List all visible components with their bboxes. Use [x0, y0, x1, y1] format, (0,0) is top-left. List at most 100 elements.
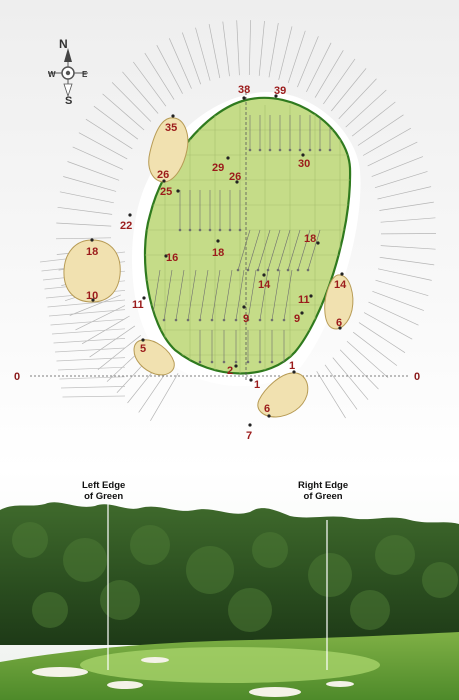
slope-arrow-head	[198, 318, 202, 322]
hatch-line	[50, 318, 126, 326]
slope-arrow-head	[246, 318, 250, 322]
hatch-line	[144, 52, 175, 100]
left-edge-label-line1: Left Edge	[82, 480, 126, 491]
marker-dots	[90, 94, 344, 427]
hatch-line	[150, 373, 179, 421]
hatch-line	[56, 357, 126, 362]
slope-arrow-head	[234, 318, 238, 322]
hatch-line	[345, 89, 387, 128]
label-2: 2	[227, 365, 233, 377]
slope-arrow	[175, 269, 185, 321]
photo-bunker-5	[326, 681, 354, 687]
slope-arrow-head	[162, 318, 166, 322]
slope-arrow-head	[198, 228, 202, 232]
slope-arrow-head	[268, 148, 272, 152]
bunker-top-left-label-35: 35	[165, 122, 177, 134]
hatch-line	[371, 156, 424, 177]
slope-arrow-head	[278, 148, 282, 152]
hatch-line	[56, 222, 112, 227]
slope-arrow-head	[222, 360, 226, 364]
slope-arrow	[211, 269, 221, 321]
hatch-line	[236, 20, 240, 76]
hatch-line	[54, 347, 126, 353]
label-14-green: 14	[258, 279, 271, 291]
slope-arrow	[277, 229, 291, 271]
hatch-line	[332, 357, 369, 400]
hatch-line	[374, 171, 428, 189]
slope-arrow-head	[296, 268, 300, 272]
hatch-line	[51, 328, 126, 335]
hatch-line	[367, 141, 418, 167]
hatch-line	[278, 26, 293, 80]
slope-arrow-head	[210, 318, 214, 322]
label-25: 25	[160, 186, 172, 198]
slope-arrow-head	[236, 268, 240, 272]
hatch-line	[338, 78, 377, 119]
slope-arrow	[247, 229, 261, 271]
hatch-line	[248, 20, 251, 76]
distance-labels: 38 39 29 26 30 25 22 16 18 18 14 11 9 9 …	[86, 84, 347, 442]
hatch-line	[379, 201, 434, 211]
hatch-line	[181, 32, 202, 85]
label-11-left: 11	[132, 299, 144, 311]
slope-arrow-head	[222, 318, 226, 322]
slope-arrow-head	[282, 318, 286, 322]
hatch-line	[111, 82, 152, 122]
right-edge-label: Right Edge of Green	[298, 480, 348, 502]
hatch-line	[222, 21, 230, 77]
hatch-line	[69, 294, 121, 316]
label-18-green: 18	[212, 247, 224, 259]
right-edge-label-line1: Right Edge	[298, 480, 349, 491]
label-1-front: 1	[254, 379, 260, 391]
label-16: 16	[166, 252, 178, 264]
green-photo: Left Edge of Green Right Edge of Green	[0, 470, 459, 700]
slope-arrow-head	[258, 148, 262, 152]
slope-arrow-head	[306, 268, 310, 272]
hatch-line	[377, 268, 432, 281]
bunker-right	[324, 274, 354, 330]
bunker-top-left-label-26: 26	[157, 169, 169, 181]
bunker-front-right	[257, 372, 309, 418]
hatch-line	[377, 186, 432, 200]
hatch-line	[316, 371, 346, 419]
hatch-line	[59, 191, 114, 204]
hatch-line	[331, 68, 367, 112]
slope-arrow-head	[234, 360, 238, 364]
hatch-line	[358, 322, 406, 353]
photo-illustration	[0, 470, 459, 700]
hatch-line	[62, 395, 126, 398]
bunker-right-label-6: 6	[336, 317, 342, 329]
left-edge-label: Left Edge of Green	[82, 480, 125, 502]
bunker-front-left-label-5: 5	[140, 343, 146, 355]
slope-arrow-head	[246, 360, 250, 364]
hatch-line	[156, 45, 183, 94]
slope-arrow	[307, 229, 321, 271]
hatch-line	[60, 386, 126, 389]
slope-arrow-head	[188, 228, 192, 232]
hatch-line	[122, 71, 159, 114]
hatch-line	[362, 127, 412, 156]
hatch-line	[346, 340, 389, 378]
slope-arrow-head	[328, 148, 332, 152]
axis-right-label: 0	[414, 371, 420, 383]
bunker-right-label-14: 14	[334, 279, 347, 291]
axis-left-label: 0	[14, 371, 20, 383]
slope-arrow-head	[270, 318, 274, 322]
hatch-line	[372, 290, 425, 311]
hatch-line	[47, 299, 126, 308]
photo-bunker-1	[32, 667, 88, 677]
hatch-line	[208, 24, 221, 79]
slope-arrow-head	[308, 148, 312, 152]
hatch-line	[351, 101, 396, 137]
photo-bunker-3	[107, 681, 143, 689]
slope-arrow	[271, 269, 281, 321]
hatch-line	[314, 50, 344, 98]
hatch-line	[57, 206, 113, 215]
compass-east: E	[82, 70, 88, 79]
hatch-line	[380, 217, 436, 223]
hatch-line	[324, 364, 358, 410]
slope-arrow	[297, 229, 311, 271]
hatch-line	[57, 366, 126, 371]
slope-arrow-head	[298, 148, 302, 152]
